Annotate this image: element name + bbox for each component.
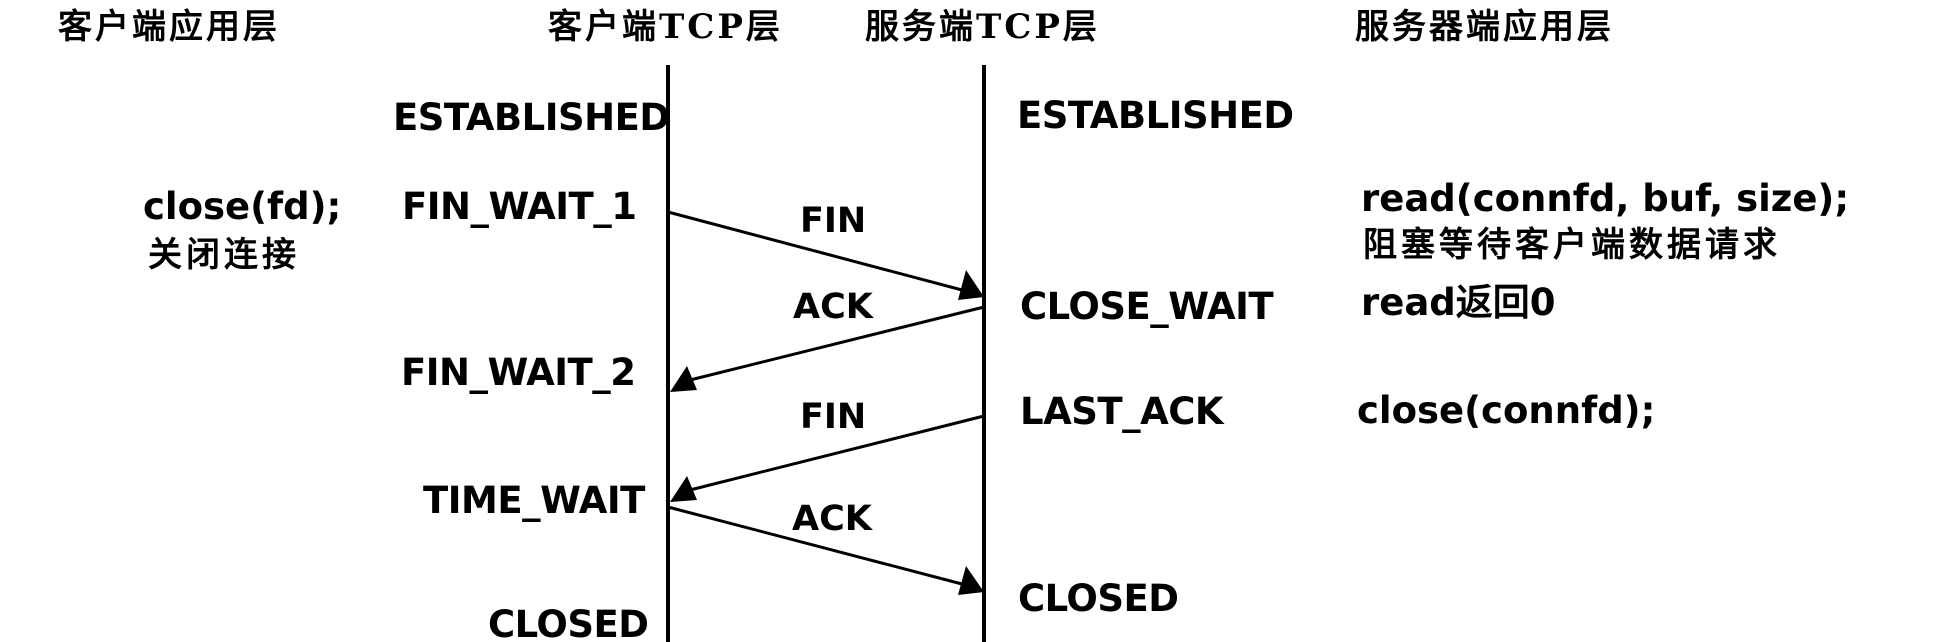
server-state-close-wait: CLOSE_WAIT (1020, 285, 1274, 328)
message-label-ack-2: ACK (792, 499, 872, 539)
client-state-established: ESTABLISHED (393, 96, 670, 139)
server-state-last-ack: LAST_ACK (1020, 390, 1224, 433)
message-label-ack-1: ACK (793, 287, 873, 327)
ack-arrow-2-head (958, 566, 984, 595)
fin-arrow-2-head (670, 476, 697, 502)
client-state-time-wait: TIME_WAIT (423, 479, 645, 522)
fin-arrow-1-head (958, 270, 984, 300)
client-state-fin-wait-2: FIN_WAIT_2 (401, 351, 636, 394)
server-read-return: read返回0 (1361, 281, 1556, 324)
header-server-tcp: 服务端TCP层 (865, 7, 1100, 47)
header-client-app: 客户端应用层 (58, 7, 280, 47)
client-state-closed: CLOSED (488, 603, 649, 642)
client-close-call: close(fd); (143, 185, 342, 228)
server-close-call: close(connfd); (1357, 389, 1656, 432)
server-read-call: read(connfd, buf, size); (1361, 177, 1850, 220)
ack-arrow-1-head (670, 366, 697, 392)
message-label-fin-1: FIN (800, 201, 867, 241)
server-state-established: ESTABLISHED (1017, 94, 1294, 137)
header-server-app: 服务器端应用层 (1355, 7, 1614, 47)
header-client-tcp: 客户端TCP层 (548, 7, 783, 47)
ack-arrow-1-line (689, 305, 985, 382)
server-state-closed: CLOSED (1018, 577, 1179, 620)
server-read-note: 阻塞等待客户端数据请求 (1363, 225, 1781, 265)
ack-arrow-2-line (667, 505, 963, 586)
message-label-fin-2: FIN (800, 397, 867, 437)
client-close-note: 关闭连接 (148, 235, 300, 275)
client-state-fin-wait-1: FIN_WAIT_1 (402, 185, 637, 228)
fin-arrow-2-line (689, 414, 985, 492)
fin-arrow-1-line (667, 210, 963, 292)
